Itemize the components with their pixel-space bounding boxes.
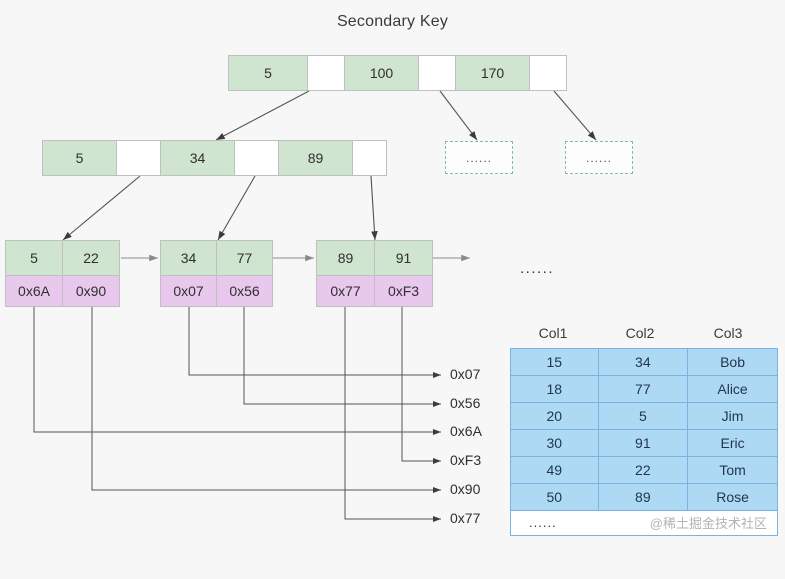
table-cell-col2[interactable]: 5 <box>597 402 689 430</box>
table-cell-col3[interactable]: Jim <box>687 402 778 430</box>
leaf-0-address-0[interactable]: 0x6A <box>5 275 63 307</box>
root-cell-pointer-1[interactable] <box>418 55 456 91</box>
table-row[interactable]: 50 89 Rose <box>510 483 778 511</box>
table-row[interactable]: 49 22 Tom <box>510 456 778 484</box>
table-row[interactable]: 15 34 Bob <box>510 348 778 376</box>
leaf-0-keys-row: 5 22 <box>5 240 120 276</box>
leaf-1-address-1[interactable]: 0x56 <box>216 275 273 307</box>
table-footer-dots: ...... <box>529 515 557 530</box>
leaf-1-key-1[interactable]: 77 <box>216 240 273 276</box>
watermark-label: @稀土掘金技术社区 <box>649 516 767 531</box>
internal-cell-pointer-0[interactable] <box>116 140 161 176</box>
table-cell-col1[interactable]: 50 <box>510 483 599 511</box>
leaf-node-0[interactable]: 5 22 0x6A 0x90 <box>5 240 120 307</box>
table-cell-col3[interactable]: Bob <box>687 348 778 376</box>
table-cell-col1[interactable]: 18 <box>510 375 599 403</box>
table-header-col3: Col3 <box>713 325 743 341</box>
leaf-2-address-1[interactable]: 0xF3 <box>374 275 433 307</box>
table-row[interactable]: 18 77 Alice <box>510 375 778 403</box>
leaf-0-addresses-row: 0x6A 0x90 <box>5 275 120 307</box>
table-cell-col2[interactable]: 34 <box>597 348 689 376</box>
placeholder-node-0[interactable]: ...... <box>445 141 513 174</box>
leaf-1-address-0[interactable]: 0x07 <box>160 275 217 307</box>
internal-cell-pointer-2[interactable] <box>352 140 387 176</box>
table-headers: Col1 Col2 Col3 <box>510 325 778 341</box>
root-cell-key-1[interactable]: 100 <box>344 55 419 91</box>
table-cell-col3[interactable]: Tom <box>687 456 778 484</box>
table-cell-col3[interactable]: Eric <box>687 429 778 457</box>
internal-cell-key-0[interactable]: 5 <box>42 140 117 176</box>
table-header-col2: Col2 <box>625 325 655 341</box>
leaf-1-keys-row: 34 77 <box>160 240 273 276</box>
leaf-0-address-1[interactable]: 0x90 <box>62 275 120 307</box>
root-cell-pointer-0[interactable] <box>307 55 345 91</box>
table-cell-col3[interactable]: Rose <box>687 483 778 511</box>
leaf-1-key-0[interactable]: 34 <box>160 240 217 276</box>
data-table[interactable]: 15 34 Bob 18 77 Alice 20 5 Jim 30 91 Eri… <box>510 348 778 536</box>
internal-node[interactable]: 5 34 89 <box>42 140 387 176</box>
address-label-3: 0xF3 <box>450 452 482 468</box>
table-row[interactable]: 30 91 Eric <box>510 429 778 457</box>
table-cell-col1[interactable]: 49 <box>510 456 599 484</box>
table-cell-col2[interactable]: 91 <box>597 429 689 457</box>
address-label-4: 0x90 <box>450 481 481 497</box>
table-cell-col2[interactable]: 89 <box>597 483 689 511</box>
internal-cell-key-2[interactable]: 89 <box>278 140 353 176</box>
leaf-node-1[interactable]: 34 77 0x07 0x56 <box>160 240 273 307</box>
address-label-0: 0x07 <box>450 366 481 382</box>
internal-cell-key-1[interactable]: 34 <box>160 140 235 176</box>
table-cell-col1[interactable]: 30 <box>510 429 599 457</box>
table-footer-row: ...... @稀土掘金技术社区 <box>510 510 778 536</box>
leaf-0-key-1[interactable]: 22 <box>62 240 120 276</box>
leaf-node-2[interactable]: 89 91 0x77 0xF3 <box>316 240 433 307</box>
leaf-2-address-0[interactable]: 0x77 <box>316 275 375 307</box>
address-label-2: 0x6A <box>450 423 482 439</box>
root-node[interactable]: 5 100 170 <box>228 55 567 91</box>
page-title: Secondary Key <box>336 13 449 30</box>
table-cell-col1[interactable]: 20 <box>510 402 599 430</box>
address-label-5: 0x77 <box>450 510 481 526</box>
table-footer-cell: ...... @稀土掘金技术社区 <box>510 510 778 536</box>
leaf-0-key-0[interactable]: 5 <box>5 240 63 276</box>
table-header-col1: Col1 <box>538 325 568 341</box>
leaf-2-key-1[interactable]: 91 <box>374 240 433 276</box>
table-cell-col3[interactable]: Alice <box>687 375 778 403</box>
address-label-1: 0x56 <box>450 395 481 411</box>
leaf-chain-ellipsis: ...... <box>520 260 555 277</box>
table-cell-col2[interactable]: 77 <box>597 375 689 403</box>
leaf-2-addresses-row: 0x77 0xF3 <box>316 275 433 307</box>
table-cell-col2[interactable]: 22 <box>597 456 689 484</box>
internal-cell-pointer-1[interactable] <box>234 140 279 176</box>
placeholder-node-1[interactable]: ...... <box>565 141 633 174</box>
leaf-2-keys-row: 89 91 <box>316 240 433 276</box>
root-cell-pointer-2[interactable] <box>529 55 567 91</box>
root-cell-key-2[interactable]: 170 <box>455 55 530 91</box>
root-cell-key-0[interactable]: 5 <box>228 55 308 91</box>
footer-content: ...... @稀土掘金技术社区 <box>511 511 777 535</box>
table-cell-col1[interactable]: 15 <box>510 348 599 376</box>
leaf-1-addresses-row: 0x07 0x56 <box>160 275 273 307</box>
leaf-2-key-0[interactable]: 89 <box>316 240 375 276</box>
table-row[interactable]: 20 5 Jim <box>510 402 778 430</box>
